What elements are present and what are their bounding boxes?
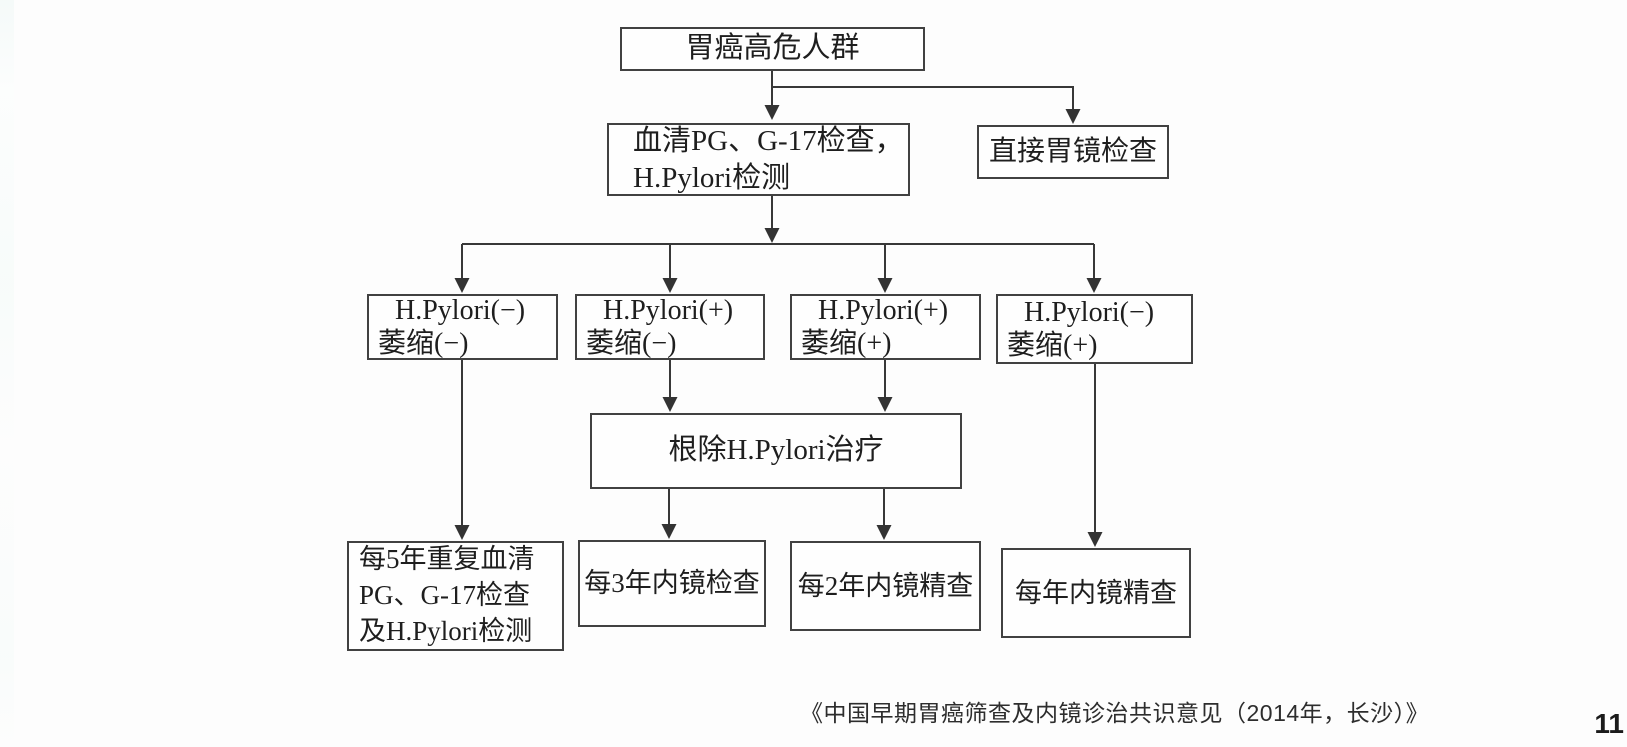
node-label: 萎缩(+)	[801, 328, 892, 359]
node-label: 每2年内镜精查	[797, 570, 974, 601]
node-repeat-serum-every-5y: 每5年重复血清 PG、G-17检查 及H.Pylori检测	[347, 541, 564, 651]
node-hp-neg-atrophy-neg: H.Pylori(−) 萎缩(−)	[367, 294, 558, 360]
node-label: H.Pylori(+)	[603, 294, 734, 326]
node-label: 根除H.Pylori治疗	[668, 434, 884, 467]
node-label: 每年内镜精查	[1015, 577, 1177, 608]
node-direct-gastroscopy: 直接胃镜检查	[977, 125, 1169, 179]
node-hp-neg-atrophy-pos: H.Pylori(−) 萎缩(+)	[996, 294, 1193, 364]
node-hp-pos-atrophy-pos: H.Pylori(+) 萎缩(+)	[790, 294, 981, 360]
node-hp-pos-atrophy-neg: H.Pylori(+) 萎缩(−)	[575, 294, 765, 360]
node-label: 血清PG、G-17检查，	[633, 124, 904, 157]
node-fine-endoscopy-every-2y: 每2年内镜精查	[790, 541, 981, 631]
node-label: 萎缩(−)	[586, 328, 677, 359]
node-label: H.Pylori(−)	[1024, 296, 1155, 328]
node-high-risk-population: 胃癌高危人群	[620, 27, 925, 71]
compression-artifact	[0, 0, 14, 747]
node-serum-pg-g17-hp-test: 血清PG、G-17检查， H.Pylori检测	[607, 123, 910, 196]
node-label: H.Pylori(+)	[818, 294, 949, 326]
node-label: 及H.Pylori检测	[359, 615, 533, 646]
node-label: 直接胃镜检查	[988, 135, 1157, 167]
node-label: 每3年内镜检查	[584, 568, 760, 599]
footer-citation: 《中国早期胃癌筛查及内镜诊治共识意见（2014年，长沙）》	[800, 700, 1430, 726]
page-number: 11	[1594, 708, 1624, 739]
node-label: 萎缩(+)	[1007, 330, 1098, 361]
node-endoscopy-every-3y: 每3年内镜检查	[578, 540, 766, 627]
node-label: 胃癌高危人群	[685, 32, 860, 65]
node-label: H.Pylori(−)	[395, 294, 526, 326]
node-label: 萎缩(−)	[378, 328, 469, 359]
node-hp-eradication-therapy: 根除H.Pylori治疗	[590, 413, 962, 489]
node-label: 每5年重复血清	[359, 544, 535, 575]
node-fine-endoscopy-yearly: 每年内镜精查	[1001, 548, 1191, 638]
node-label: PG、G-17检查	[359, 580, 531, 611]
node-label: H.Pylori检测	[633, 161, 791, 194]
